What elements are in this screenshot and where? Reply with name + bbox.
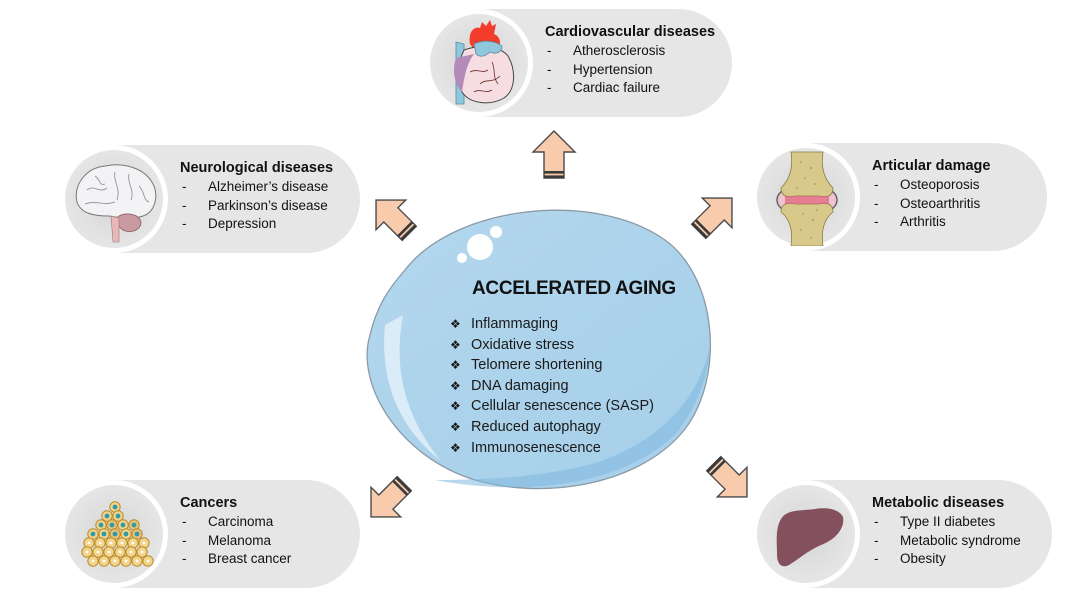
card-title: Metabolic diseases xyxy=(872,495,1005,511)
card-neurological: Neurological diseases -Alzheimer’s disea… xyxy=(60,145,360,253)
card-metabolic: Metabolic diseases -Type II diabetes -Me… xyxy=(752,480,1052,588)
brain-icon xyxy=(65,150,163,248)
list-item: -Alzheimer’s disease xyxy=(182,179,329,194)
card-articular: Articular damage -Osteoporosis -Osteoart… xyxy=(752,143,1047,251)
liver-icon xyxy=(757,485,855,583)
list-item: -Osteoporosis xyxy=(874,177,980,192)
cells-icon xyxy=(65,485,163,583)
heart-icon xyxy=(430,14,528,112)
list-item: -Hypertension xyxy=(547,61,653,77)
card-title: Cardiovascular diseases xyxy=(545,24,716,40)
card-title: Articular damage xyxy=(872,158,991,174)
list-item: -Arthritis xyxy=(874,214,946,229)
list-item: -Type II diabetes xyxy=(874,514,996,529)
card-cancers: Cancers -Carcinoma -Melanoma -Breast can… xyxy=(60,480,360,588)
list-item: -Breast cancer xyxy=(182,551,292,566)
list-item: -Obesity xyxy=(874,551,946,566)
list-item: -Carcinoma xyxy=(182,514,274,529)
list-item: -Metabolic syndrome xyxy=(874,532,1021,548)
card-cardiovascular: Cardiovascular diseases -Atherosclerosis… xyxy=(425,9,732,117)
joint-icon xyxy=(757,148,855,246)
list-item: -Cardiac failure xyxy=(547,80,661,95)
list-item: -Depression xyxy=(182,216,277,231)
card-title: Cancers xyxy=(180,495,238,511)
accelerated-aging-bubble xyxy=(365,195,715,495)
card-title: Neurological diseases xyxy=(180,160,334,176)
arrow-to-cardiovascular xyxy=(531,130,577,180)
list-item: -Osteoarthritis xyxy=(874,195,981,211)
list-item: -Atherosclerosis xyxy=(547,43,666,58)
list-item: -Melanoma xyxy=(182,532,272,548)
list-item: -Parkinson’s disease xyxy=(182,197,328,213)
